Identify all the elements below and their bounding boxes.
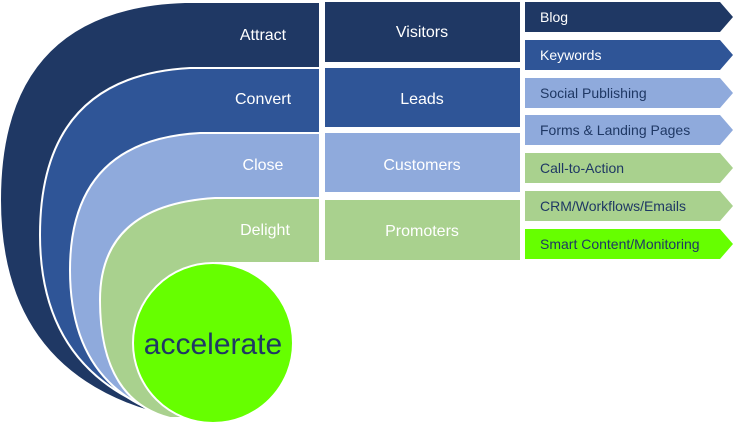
accelerate-circle: [132, 262, 294, 422]
tool-label-keywords: Keywords: [540, 47, 601, 63]
tools-column: Blog Keywords Social Publishing Forms & …: [525, 2, 733, 259]
stage-label-attract: Attract: [240, 27, 287, 44]
outcome-label-leads: Leads: [400, 91, 444, 108]
outcome-box-customers: [325, 133, 520, 192]
stage-label-convert: Convert: [235, 91, 292, 108]
tool-label-smart-content-monitoring: Smart Content/Monitoring: [540, 236, 700, 252]
tool-label-social-publishing: Social Publishing: [540, 85, 647, 101]
outcome-label-visitors: Visitors: [396, 24, 448, 41]
tool-arrow-blog: [525, 2, 733, 32]
tool-arrow-call-to-action: [525, 153, 733, 183]
outcome-label-customers: Customers: [383, 157, 460, 174]
tool-arrow-smart-content-monitoring: [525, 229, 733, 259]
outcome-label-promoters: Promoters: [385, 223, 459, 240]
tool-label-blog: Blog: [540, 9, 568, 25]
outcome-column: Visitors Leads Customers Promoters: [325, 2, 520, 260]
tool-label-call-to-action: Call-to-Action: [540, 160, 624, 176]
tool-arrow-social-publishing: [525, 78, 733, 108]
tool-arrow-crm-workflows-emails: [525, 191, 733, 221]
stage-label-delight: Delight: [240, 222, 290, 239]
outcome-box-visitors: [325, 2, 520, 62]
tool-arrow-keywords: [525, 40, 733, 70]
accelerate-label: accelerate: [144, 328, 282, 361]
tool-label-forms-landing-pages: Forms & Landing Pages: [540, 122, 690, 138]
tool-arrow-forms-landing-pages: [525, 115, 733, 145]
tool-label-crm-workflows-emails: CRM/Workflows/Emails: [540, 198, 686, 214]
outcome-box-promoters: [325, 200, 520, 260]
outcome-box-leads: [325, 68, 520, 127]
stage-label-close: Close: [243, 157, 284, 174]
